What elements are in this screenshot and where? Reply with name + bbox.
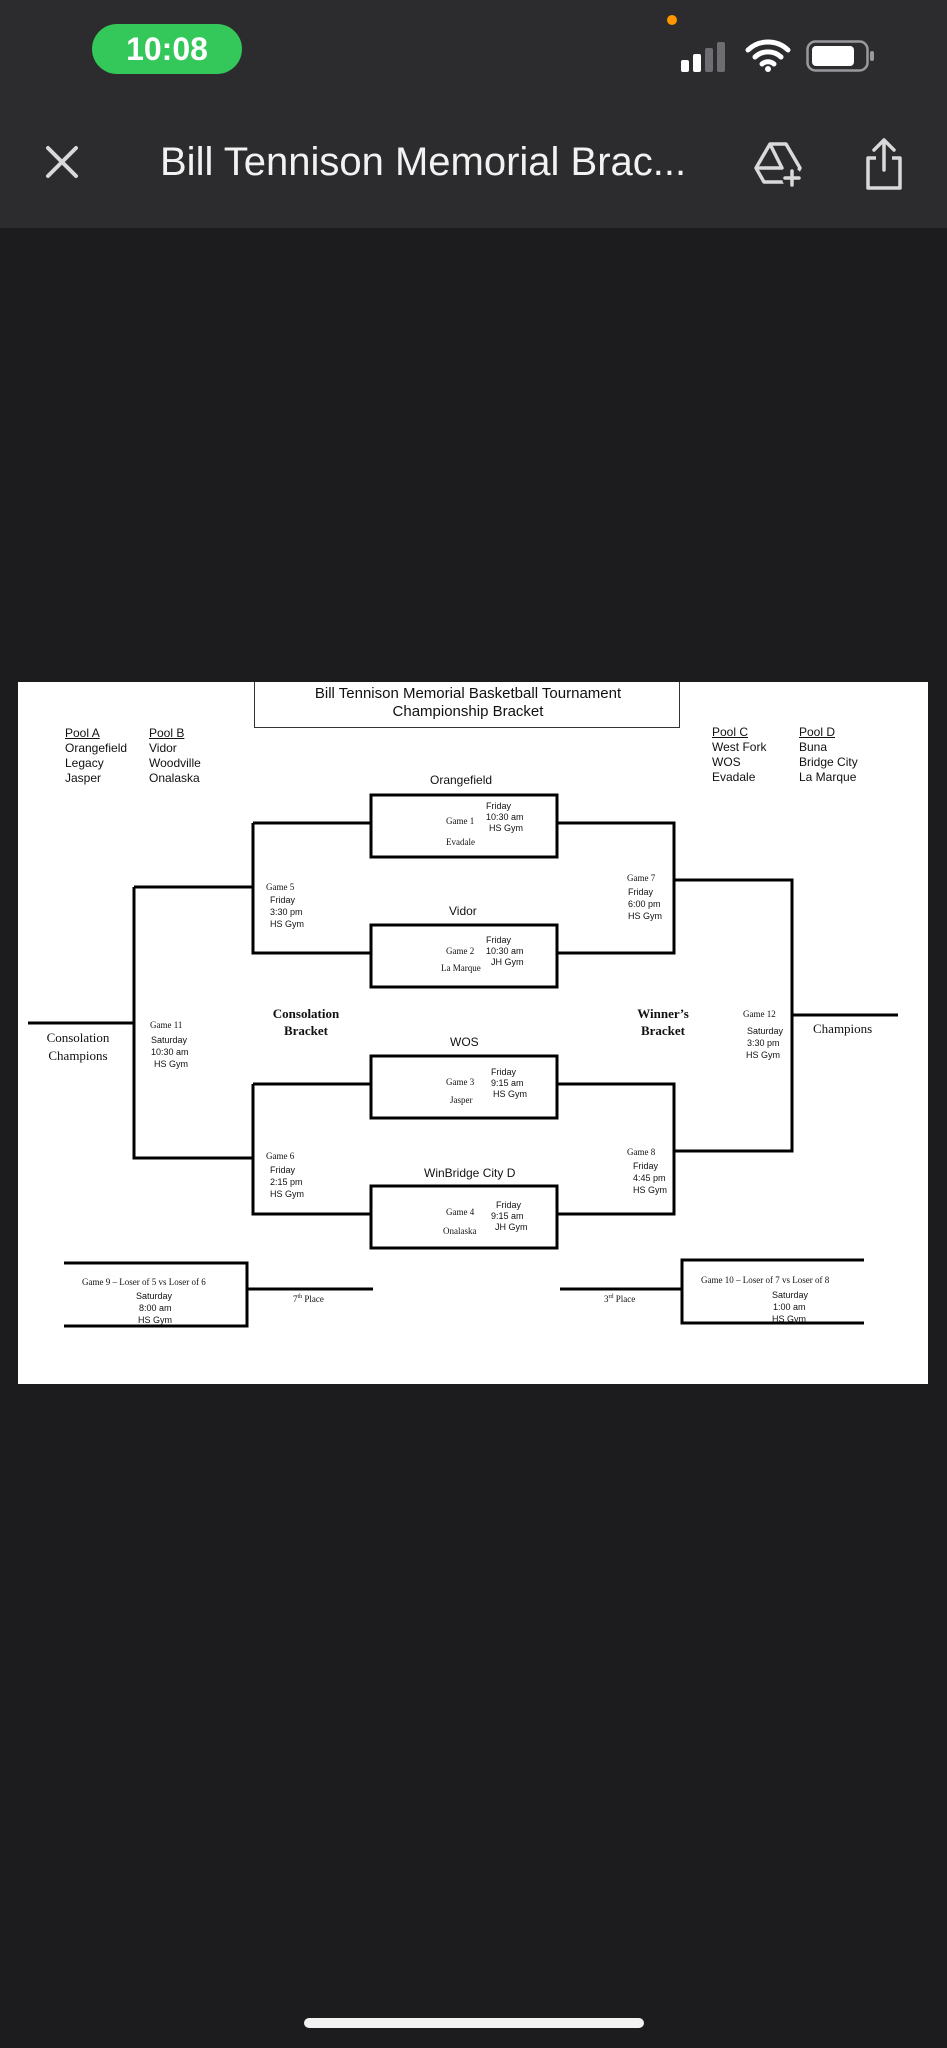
- game-2-time: 10:30 am: [486, 946, 524, 956]
- game-4-bottom-team: Onalaska: [443, 1226, 477, 1236]
- game-3-label: Game 3: [446, 1077, 475, 1087]
- game-5-day: Friday: [270, 895, 296, 905]
- pool-d-team: Buna: [799, 740, 828, 754]
- status-bar: 10:08: [0, 0, 947, 100]
- game-11-gym: HS Gym: [154, 1059, 189, 1069]
- third-place-label: 3rd Place: [604, 1294, 636, 1304]
- game-3-gym: HS Gym: [493, 1089, 528, 1099]
- game-3-day: Friday: [491, 1067, 517, 1077]
- game-8-time: 4:45 pm: [633, 1173, 666, 1183]
- game-9-time: 8:00 am: [139, 1303, 172, 1313]
- game-10-day: Saturday: [772, 1290, 809, 1300]
- bracket-lines: [28, 793, 898, 1328]
- seventh-place-label: 7th Place: [293, 1294, 324, 1304]
- game-1-label: Game 1: [446, 816, 475, 826]
- winners-bracket-heading: Winner’s: [637, 1006, 689, 1021]
- game-11-time: 10:30 am: [151, 1047, 189, 1057]
- game-2-label: Game 2: [446, 946, 475, 956]
- consolation-bracket-heading: Consolation: [272, 1006, 340, 1021]
- game-10-time: 1:00 am: [773, 1302, 806, 1312]
- game-8-gym: HS Gym: [633, 1185, 668, 1195]
- game-1-gym: HS Gym: [489, 823, 524, 833]
- pool-a-name: Pool A: [65, 726, 100, 740]
- mic-indicator-dot: [667, 15, 677, 25]
- pool-c-team: West Fork: [712, 740, 767, 754]
- game-11-day: Saturday: [151, 1035, 188, 1045]
- game-12-time: 3:30 pm: [747, 1038, 780, 1048]
- game-9-gym: HS Gym: [138, 1315, 173, 1325]
- game-5-gym: HS Gym: [270, 919, 305, 929]
- game-9-day: Saturday: [136, 1291, 173, 1301]
- game-12-label: Game 12: [743, 1009, 776, 1019]
- status-time: 10:08: [92, 24, 242, 74]
- pool-d-name: Pool D: [799, 725, 836, 739]
- consolation-champions-label: Consolation: [46, 1030, 110, 1045]
- game-11-label: Game 11: [150, 1020, 183, 1030]
- bracket-title: Bill Tennison Memorial Basketball Tourna…: [314, 685, 622, 702]
- pool-a-team: Legacy: [65, 756, 104, 770]
- game-3-time: 9:15 am: [491, 1078, 524, 1088]
- game-4-time: 9:15 am: [491, 1211, 524, 1221]
- viewer-header: Bill Tennison Memorial Brac...: [0, 100, 947, 228]
- consolation-champions-label: Champions: [48, 1048, 108, 1063]
- game-7-day: Friday: [628, 887, 654, 897]
- game-8-label: Game 8: [627, 1147, 656, 1157]
- game-8-day: Friday: [633, 1161, 659, 1171]
- share-icon[interactable]: [862, 136, 906, 192]
- pool-b-team: Vidor: [149, 741, 177, 755]
- pool-a-team: Orangefield: [65, 741, 128, 755]
- game-5-time: 3:30 pm: [270, 907, 303, 917]
- home-indicator[interactable]: [304, 2018, 644, 2028]
- game-9-label: Game 9 – Loser of 5 vs Loser of 6: [82, 1277, 206, 1287]
- game-6-gym: HS Gym: [270, 1189, 305, 1199]
- game-6-time: 2:15 pm: [270, 1177, 303, 1187]
- bracket-document: Bill Tennison Memorial Basketball Tourna…: [18, 682, 928, 1384]
- pool-b-name: Pool B: [149, 726, 185, 740]
- game-4-day: Friday: [496, 1200, 522, 1210]
- game-2-gym: JH Gym: [491, 957, 524, 967]
- game-2-top-team: Vidor: [449, 904, 477, 918]
- pool-a-team: Jasper: [65, 771, 102, 785]
- game-2-bottom-team: La Marque: [441, 963, 481, 973]
- game-1-bottom-team: Evadale: [446, 837, 475, 847]
- cellular-signal-icon: [681, 42, 725, 72]
- game-3-bottom-team: Jasper: [450, 1095, 473, 1105]
- game-3-top-team: WOS: [450, 1035, 479, 1049]
- pool-c-team: Evadale: [712, 770, 756, 784]
- close-icon[interactable]: [38, 138, 86, 186]
- game-5-label: Game 5: [266, 882, 295, 892]
- pool-b-team: Onalaska: [149, 771, 200, 785]
- game-4-gym: JH Gym: [495, 1222, 528, 1232]
- game-7-label: Game 7: [627, 873, 656, 883]
- game-1-top-team: Orangefield: [430, 773, 493, 787]
- bracket-subtitle: Championship Bracket: [392, 703, 544, 720]
- game-6-day: Friday: [270, 1165, 296, 1175]
- pool-b-team: Woodville: [149, 756, 201, 770]
- document-title: Bill Tennison Memorial Brac...: [160, 140, 687, 184]
- game-4-top-team: WinBridge City D: [424, 1166, 516, 1180]
- pool-c-name: Pool C: [712, 725, 749, 739]
- game-4-label: Game 4: [446, 1207, 475, 1217]
- game-12-gym: HS Gym: [746, 1050, 781, 1060]
- game-6-label: Game 6: [266, 1151, 295, 1161]
- battery-icon: [806, 40, 874, 72]
- pool-d-team: Bridge City: [799, 755, 858, 769]
- consolation-bracket-heading: Bracket: [283, 1023, 329, 1038]
- wifi-icon: [745, 39, 791, 72]
- game-1-day: Friday: [486, 801, 512, 811]
- game-1-time: 10:30 am: [486, 812, 524, 822]
- game-2-day: Friday: [486, 935, 512, 945]
- bracket-title-box: Bill Tennison Memorial Basketball Tourna…: [254, 682, 680, 728]
- game-7-gym: HS Gym: [628, 911, 663, 921]
- winners-bracket-heading: Bracket: [640, 1023, 686, 1038]
- champions-label: Champions: [813, 1021, 873, 1036]
- game-10-gym: HS Gym: [772, 1314, 807, 1324]
- add-to-drive-icon[interactable]: [752, 138, 804, 190]
- game-7-time: 6:00 pm: [628, 899, 661, 909]
- pool-d-team: La Marque: [799, 770, 857, 784]
- pool-c-team: WOS: [712, 755, 741, 769]
- game-10-label: Game 10 – Loser of 7 vs Loser of 8: [701, 1275, 830, 1285]
- game-12-day: Saturday: [747, 1026, 784, 1036]
